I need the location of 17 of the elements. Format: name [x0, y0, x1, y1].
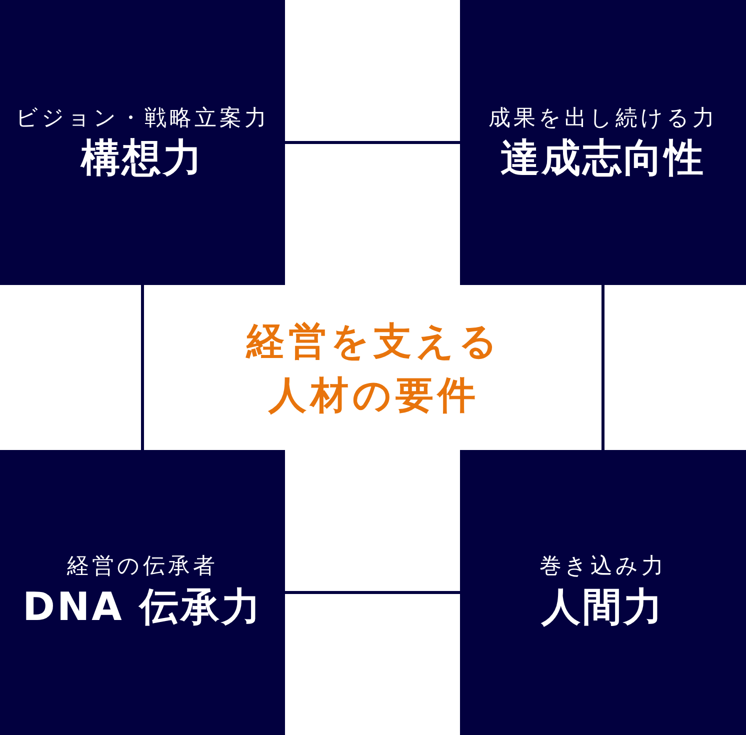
heading-text: 達成志向性 [500, 137, 706, 181]
heading-text: 構想力 [81, 137, 204, 181]
heading-text: 人間力 [542, 586, 664, 630]
center-heading: 経営を支える人材の要件 [244, 318, 502, 418]
connector-line [602, 285, 604, 450]
subtitle-text: ビジョン・戦略立案力 [16, 106, 270, 132]
connector-line [285, 591, 460, 594]
quadrant-panel [0, 0, 285, 285]
subtitle-text: 成果を出し続ける力 [488, 106, 718, 132]
quadrant-panel [460, 450, 746, 735]
subtitle-text: 経営の伝承者 [67, 554, 218, 580]
connector-line [141, 285, 144, 450]
subtitle-text: 巻き込み力 [540, 554, 666, 580]
quadrant-panel [0, 450, 285, 735]
connector-line [285, 141, 460, 144]
heading-text: DNA 伝承力 [22, 586, 262, 630]
quadrant-panel [460, 0, 746, 285]
